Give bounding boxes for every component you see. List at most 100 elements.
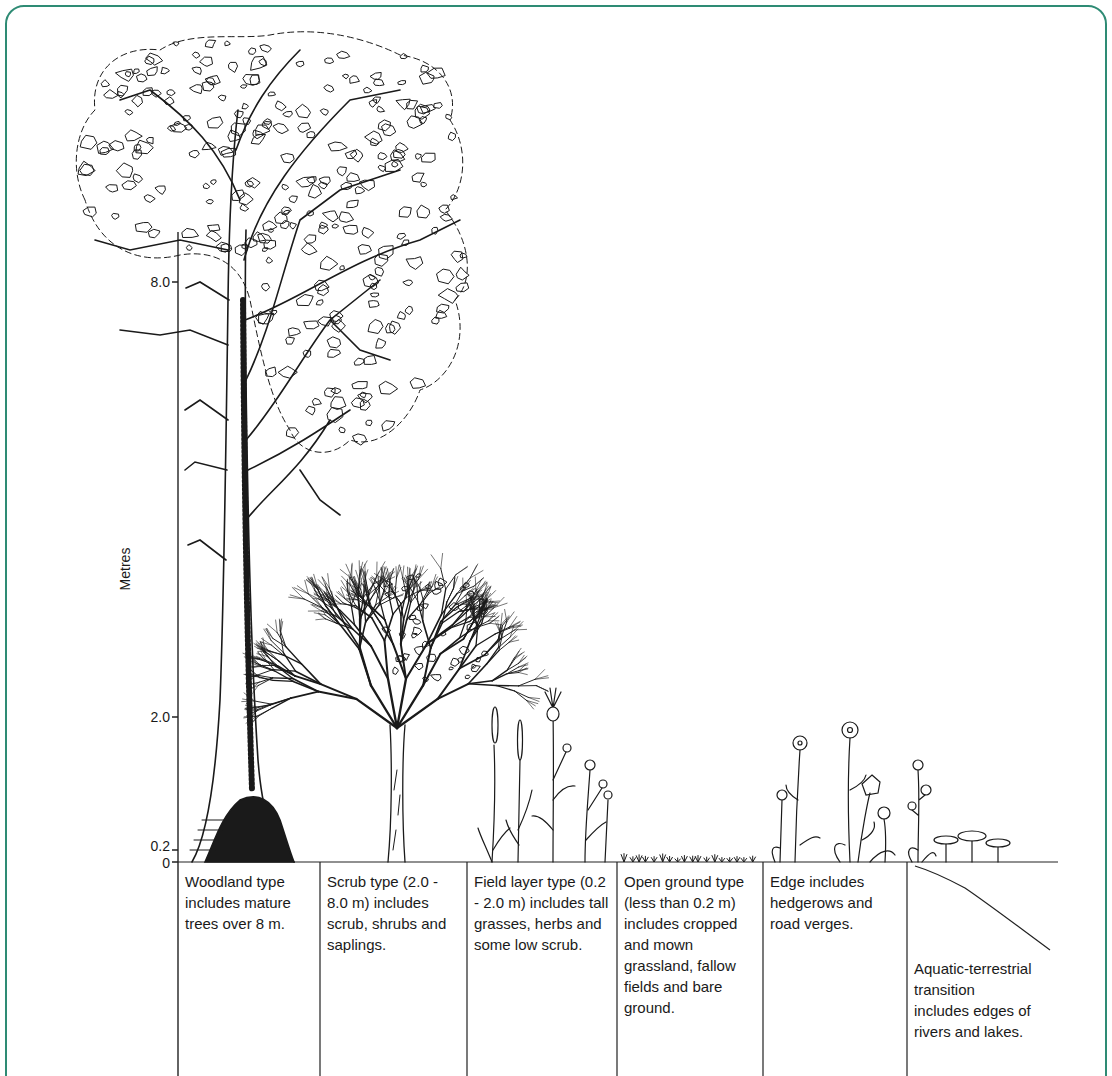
branch [507,671,519,674]
leaf-mark [402,240,409,246]
branch [280,619,281,631]
leaf-mark [405,306,412,314]
leaf-mark [347,200,358,208]
leaf-mark [122,181,136,190]
leaf-mark [296,295,313,306]
leaf-mark [467,622,477,630]
branch [490,623,502,625]
axis-value: 0 [126,855,170,871]
branch [340,625,359,649]
leaf-mark [416,154,421,160]
tree-drawing [205,797,294,862]
branch [535,670,545,680]
field-layer-plants [478,828,510,862]
ground-and-columns [320,862,907,1076]
leaf-mark [200,57,213,66]
branch [356,580,361,589]
leaf-mark [190,85,203,94]
leaf-mark [307,132,315,138]
aquatic-plants [958,831,986,841]
branch [245,676,256,684]
leaf-mark [106,185,118,192]
leaf-mark [192,67,201,74]
leaf-mark [396,143,408,153]
leaf-mark [306,406,315,415]
leaf-mark [467,591,474,597]
branch [314,574,318,588]
leaf-mark [136,140,153,154]
leaf-mark [155,186,165,194]
branch [256,670,273,676]
branch [342,576,351,585]
branch [476,579,482,591]
grass-tuft [681,855,687,862]
leaf-mark [369,100,376,108]
branch [279,619,281,631]
leaf-mark [251,134,265,144]
leaf-mark [409,615,415,619]
leaf-mark [355,187,364,194]
leaf-mark [435,581,443,589]
branch [247,711,257,716]
branch [381,568,382,581]
branch [265,629,272,639]
branch [376,562,377,576]
branch [257,654,267,657]
edge-plants [858,793,870,862]
leaf-mark [147,67,157,76]
aquatic-plants [908,760,1010,862]
leaf-mark [132,150,141,159]
leaf-mark [289,196,297,203]
leaf-mark [427,68,445,78]
leaf-mark [423,641,430,647]
branch [528,697,539,701]
branch [369,576,377,595]
ground-and-columns [915,866,1050,950]
field-layer-plants [563,744,571,752]
branch [536,686,547,691]
leaf-mark [341,182,351,189]
branch [515,691,527,700]
branch [257,675,273,678]
branch [346,564,352,577]
leaf-mark [414,664,422,670]
branch [510,617,517,627]
leaf-mark [370,283,376,289]
leaf-mark [100,148,109,155]
leaf-mark [182,228,198,237]
branch [366,606,379,623]
leaf-mark [167,90,175,96]
branch [510,626,521,628]
leaf-mark [373,97,380,103]
edge-plants [798,741,802,745]
edge-plants [777,790,787,800]
branch [527,700,536,705]
leaf-mark [438,289,458,304]
edge-plants [780,800,782,862]
leaf-mark [296,104,311,118]
leaf-mark [281,154,294,163]
leaf-mark [426,585,431,590]
leaf-mark [347,173,360,182]
leaf-mark [337,51,350,58]
leaf-mark [384,581,392,587]
branch [482,586,489,596]
leaf-mark [143,88,152,96]
leaf-mark [125,110,133,116]
leaf-mark [235,245,247,256]
leaf-mark [397,312,405,320]
leaf-mark [362,227,374,238]
branch [360,562,363,575]
branch [515,622,523,630]
leaf-mark [434,103,442,109]
frame-border [6,6,1106,1076]
leaf-mark [192,52,199,58]
field-layer-plants [585,760,595,770]
leaf-mark [218,95,225,101]
aquatic-plants [908,802,916,810]
branch [338,591,345,599]
shrub-drawing [393,770,400,850]
branch [365,578,369,595]
branch [276,620,278,633]
leaf-mark [109,141,124,151]
